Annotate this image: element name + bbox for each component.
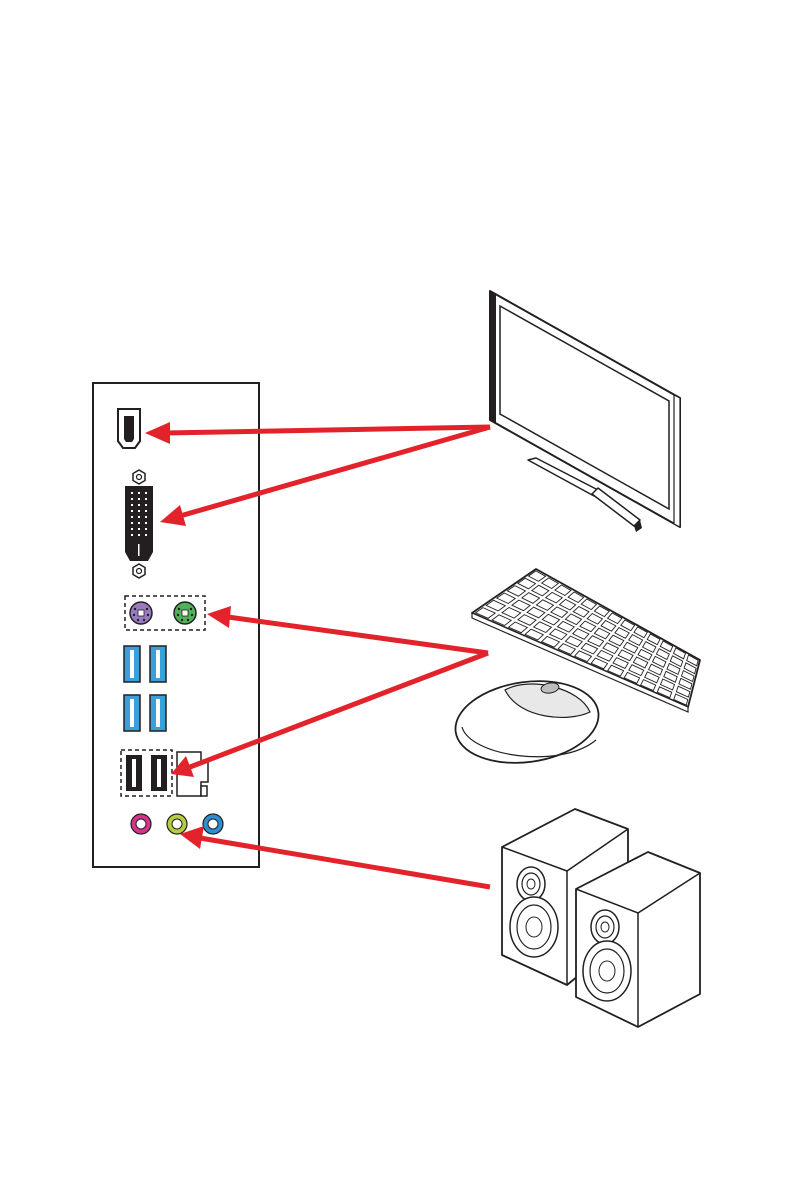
usb-port-icon — [124, 646, 140, 682]
usb-port-icon — [124, 695, 140, 731]
ps2-mouse-port-icon — [174, 602, 196, 624]
mouse-icon — [450, 672, 604, 771]
ps2-keyboard-port-icon — [130, 602, 152, 624]
speakers-icon — [502, 809, 700, 1027]
audio-jack-mic-icon — [131, 814, 151, 834]
usb-port-icon — [151, 755, 167, 791]
screw-icon — [133, 564, 145, 578]
audio-jack-line-in-icon — [203, 814, 223, 834]
usb-port-icon — [150, 695, 166, 731]
monitor-icon — [490, 291, 680, 532]
audio-jack-line-out-icon — [167, 814, 187, 834]
hdmi-port-icon — [118, 409, 140, 448]
screw-icon — [133, 470, 145, 484]
usb-port-icon — [126, 755, 142, 791]
usb-port-icon — [150, 646, 166, 682]
panel-outline — [93, 383, 259, 867]
rear-io-panel — [93, 383, 259, 867]
